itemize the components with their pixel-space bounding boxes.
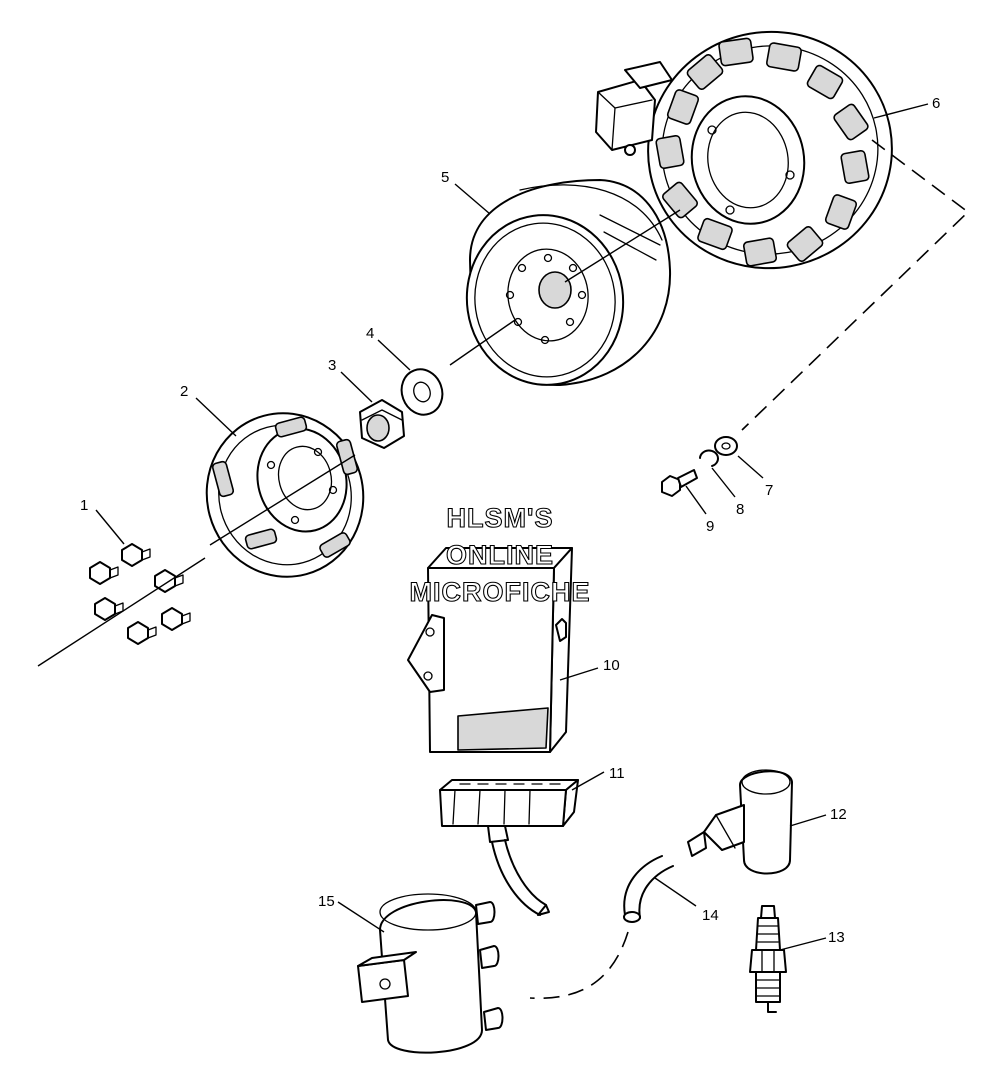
watermark-line-3: MICROFICHE (410, 577, 591, 607)
spark-plug-part-13 (749, 905, 787, 1013)
washer-part-4 (400, 368, 444, 416)
flywheel-part-5 (465, 179, 672, 387)
nut-part-3 (359, 399, 405, 449)
ignition-wire-part-14 (529, 855, 674, 1000)
starter-cup-part-2 (205, 412, 365, 578)
callout-13: 13 (828, 929, 845, 946)
connector-part-11 (439, 779, 579, 916)
watermark: HLSM'S ONLINE MICROFICHE (409, 502, 591, 607)
bolts-part-1 (89, 543, 191, 645)
spark-plug-cap-part-12 (687, 769, 793, 875)
callout-3: 3 (328, 357, 336, 374)
callout-5: 5 (441, 169, 449, 186)
stator-part-6 (595, 30, 893, 270)
callout-4: 4 (366, 325, 374, 342)
screw-part-9 (661, 469, 698, 497)
callout-7: 7 (765, 482, 773, 499)
callout-10: 10 (603, 657, 620, 674)
ignition-coil-part-15 (357, 893, 504, 1054)
callout-9: 9 (706, 518, 714, 535)
cdi-box-part-10 (407, 547, 573, 753)
callout-2: 2 (180, 383, 188, 400)
watermark-line-2: ONLINE (446, 540, 554, 570)
callout-12: 12 (830, 806, 847, 823)
callout-15: 15 (318, 893, 335, 910)
callout-1: 1 (80, 497, 88, 514)
callout-8: 8 (736, 501, 744, 518)
callout-11: 11 (609, 765, 625, 782)
leader-lines (95, 103, 929, 951)
callout-14: 14 (702, 907, 719, 924)
washer-part-7 (714, 436, 738, 456)
watermark-line-1: HLSM'S (447, 503, 554, 533)
lock-washer-part-8 (699, 449, 719, 467)
callout-6: 6 (932, 95, 940, 112)
